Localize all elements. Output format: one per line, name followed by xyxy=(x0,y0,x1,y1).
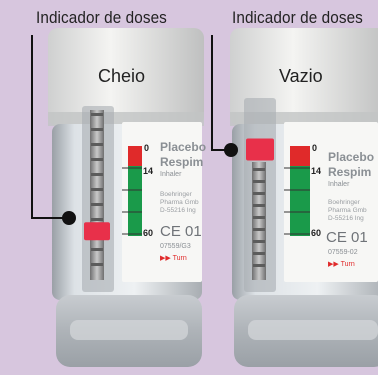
label-title-1: Placebo xyxy=(328,150,374,164)
scale-label-60: 60 xyxy=(311,228,321,238)
spring-coil xyxy=(91,158,103,161)
callout-line-left xyxy=(31,35,68,219)
gauge-red-zone xyxy=(290,146,310,166)
label-maker-2: Pharma Gmb xyxy=(328,207,367,214)
label-ce-mark: CE 01 xyxy=(160,223,202,240)
label-code: D-55216 Ing xyxy=(160,207,196,214)
gauge-green-zone xyxy=(128,166,142,236)
spring-coil xyxy=(253,252,265,255)
spring-coil xyxy=(91,263,103,266)
dose-indicator-marker xyxy=(246,138,274,161)
spring-coil xyxy=(91,188,103,191)
scale-label-60: 60 xyxy=(143,228,153,238)
dose-indicator-marker xyxy=(84,222,110,241)
inhaler-empty: 0 14 60 Placebo Respim Inhaler Boehringe… xyxy=(211,28,378,367)
callout-line-right xyxy=(211,35,226,151)
spring-coil xyxy=(253,240,265,243)
inhaler-full: 0 14 60 Placebo Respim Inhaler Boehringe… xyxy=(31,28,206,367)
label-code: D-55216 Ing xyxy=(328,215,364,222)
spring-coil xyxy=(253,264,265,267)
spring-coil xyxy=(253,192,265,195)
label-title-1: Placebo xyxy=(160,140,206,154)
label-maker-1: Boehringer xyxy=(160,191,193,198)
inhaler-cap xyxy=(48,28,204,126)
gauge-green-zone xyxy=(290,166,310,236)
label-title-2: Respim xyxy=(328,165,371,179)
label-sub: Inhaler xyxy=(160,171,182,178)
spring-coil xyxy=(91,248,103,251)
callout-dot-right xyxy=(224,143,238,157)
label-maker-1: Boehringer xyxy=(328,199,361,206)
spring xyxy=(252,162,266,280)
label-brand: ▶▶ Turn xyxy=(328,261,355,268)
spring-coil xyxy=(253,168,265,171)
spring-coil xyxy=(253,204,265,207)
base-highlight xyxy=(248,320,378,340)
label-ce-mark: CE 01 xyxy=(326,229,368,246)
spring-coil xyxy=(91,128,103,131)
spring-coil xyxy=(253,216,265,219)
callout-dot-left xyxy=(62,211,76,225)
spring-coil xyxy=(91,203,103,206)
gauge-red-zone xyxy=(128,146,142,166)
label-lot: 07559/G3 xyxy=(160,243,191,250)
spring-coil xyxy=(253,180,265,183)
state-label-full: Cheio xyxy=(98,66,146,86)
scale-label-14: 14 xyxy=(143,166,153,176)
label-sub: Inhaler xyxy=(328,181,350,188)
caption-dose-indicator-left: Indicador de doses xyxy=(36,8,167,27)
scale-label-14: 14 xyxy=(311,166,321,176)
spring-coil xyxy=(91,143,103,146)
spring-coil xyxy=(253,228,265,231)
label-title-2: Respim xyxy=(160,155,203,169)
caption-dose-indicator-right: Indicador de doses xyxy=(232,8,363,27)
scale-label-0: 0 xyxy=(144,143,149,153)
spring-coil xyxy=(91,173,103,176)
spring xyxy=(90,110,104,280)
label-maker-2: Pharma Gmb xyxy=(160,199,199,206)
spring-coil xyxy=(91,113,103,116)
spring-coil xyxy=(91,218,103,221)
state-label-empty: Vazio xyxy=(279,66,323,86)
base-highlight xyxy=(70,320,188,340)
label-lot: 07559-02 xyxy=(328,249,358,256)
scale-label-0: 0 xyxy=(312,143,317,153)
label-brand: ▶▶ Turn xyxy=(160,255,187,262)
